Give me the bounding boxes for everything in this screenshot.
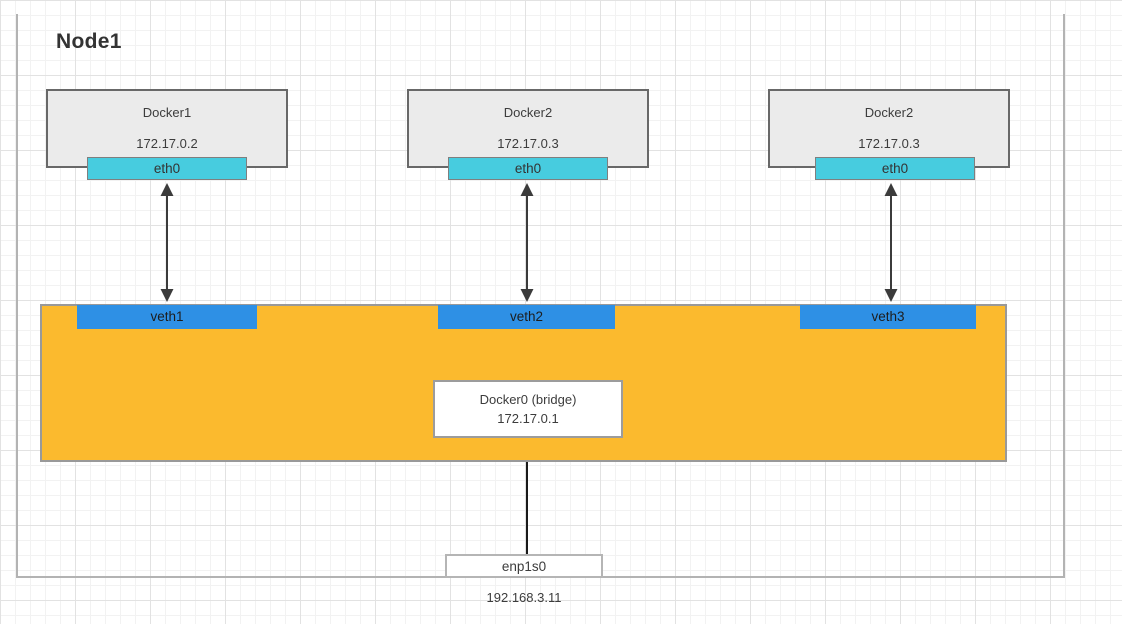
host-ip-label: 192.168.3.11 xyxy=(486,590,562,605)
docker2-eth0-label: eth0 xyxy=(514,161,542,176)
docker2-box[interactable]: Docker2 172.17.0.3 xyxy=(407,89,649,168)
docker2-eth0-tab[interactable]: eth0 xyxy=(448,157,608,180)
enp1s0-label: enp1s0 xyxy=(501,559,547,574)
veth3-label: veth3 xyxy=(871,309,905,324)
docker3-ip: 172.17.0.3 xyxy=(858,136,920,151)
docker3-eth0-label: eth0 xyxy=(881,161,909,176)
docker3-name: Docker2 xyxy=(864,105,914,120)
veth2-tab[interactable]: veth2 xyxy=(438,305,615,329)
enp1s0-box[interactable]: enp1s0 xyxy=(445,554,603,578)
veth1-tab[interactable]: veth1 xyxy=(77,305,257,329)
veth3-tab[interactable]: veth3 xyxy=(800,305,976,329)
bridge-name: Docker0 (bridge) xyxy=(479,392,577,407)
node-title: Node1 xyxy=(56,30,122,53)
docker3-eth0-tab[interactable]: eth0 xyxy=(815,157,975,180)
veth1-label: veth1 xyxy=(150,309,184,324)
docker1-eth0-tab[interactable]: eth0 xyxy=(87,157,247,180)
veth2-label: veth2 xyxy=(509,309,544,324)
bridge-ip: 172.17.0.1 xyxy=(497,411,559,426)
docker2-ip: 172.17.0.3 xyxy=(497,136,559,151)
docker1-box[interactable]: Docker1 172.17.0.2 xyxy=(46,89,288,168)
docker0-bridge-label-box[interactable]: Docker0 (bridge) 172.17.0.1 xyxy=(433,380,623,438)
docker1-eth0-label: eth0 xyxy=(153,161,181,176)
docker1-name: Docker1 xyxy=(142,105,192,120)
docker2-name: Docker2 xyxy=(503,105,553,120)
docker1-ip: 172.17.0.2 xyxy=(136,136,198,151)
